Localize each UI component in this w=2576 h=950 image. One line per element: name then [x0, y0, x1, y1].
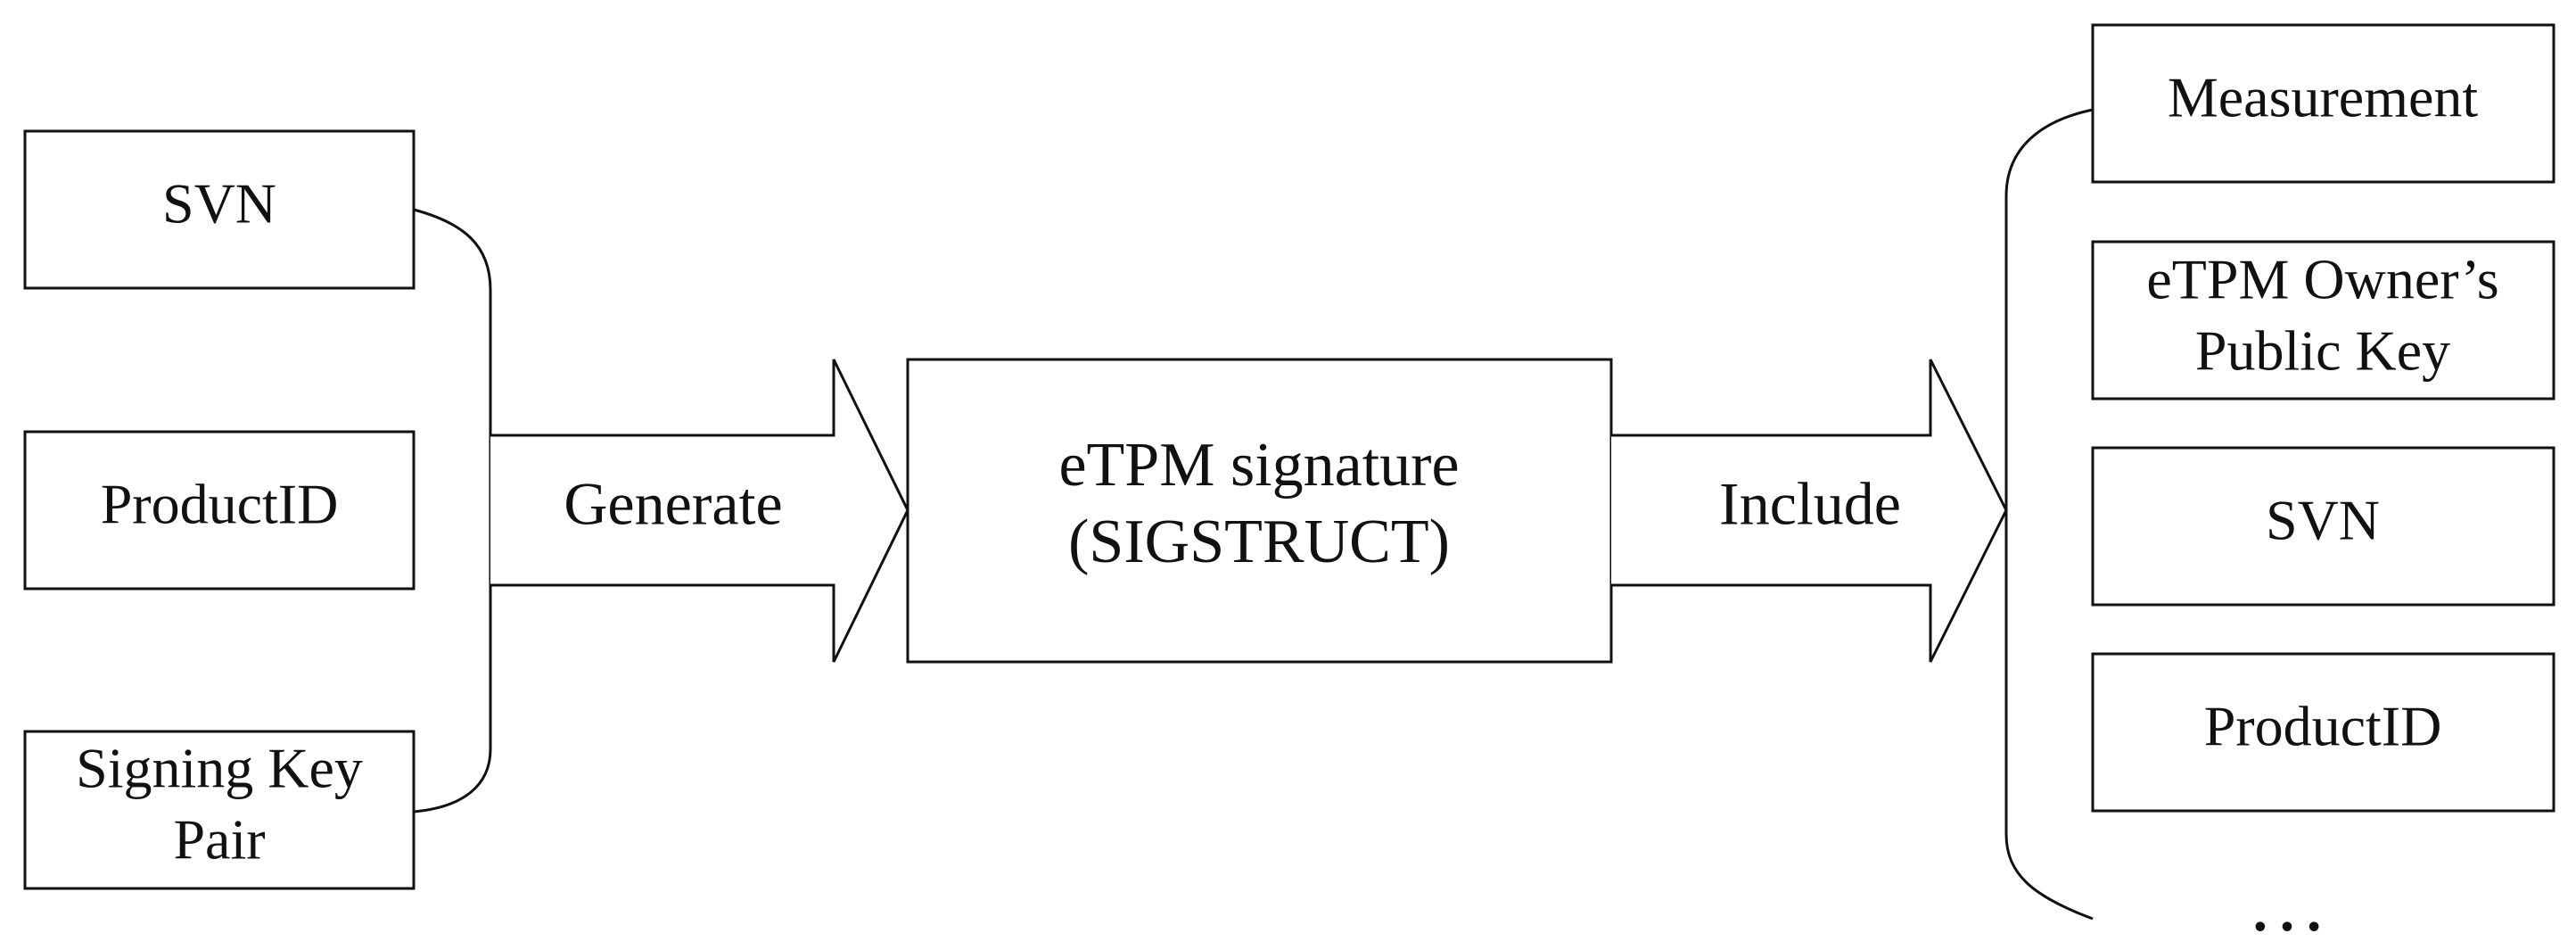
output-label-owner-line2: Public Key	[2195, 319, 2450, 383]
output-label-measurement: Measurement	[2168, 66, 2479, 129]
ellipsis: …	[2247, 860, 2327, 948]
right-brace	[2004, 108, 2094, 921]
input-label-signing-key-line2: Pair	[173, 808, 265, 872]
input-label-productid: ProductID	[101, 473, 339, 536]
include-label: Include	[1719, 470, 1901, 538]
generate-label: Generate	[564, 470, 782, 538]
sigstruct-label-line1: eTPM signature	[1058, 431, 1459, 500]
output-label-productid: ProductID	[2204, 695, 2442, 758]
input-box-svn: SVN	[23, 129, 416, 290]
output-label-svn: SVN	[2266, 489, 2380, 552]
input-label-svn: SVN	[162, 172, 276, 235]
output-box-owner-public-key: eTPM Owner’s Public Key	[2091, 240, 2555, 401]
input-box-productid: ProductID	[23, 430, 416, 591]
sigstruct-box: eTPM signature (SIGSTRUCT)	[906, 358, 1613, 664]
sigstruct-label-line2: (SIGSTRUCT)	[1068, 508, 1450, 576]
output-box-productid: ProductID	[2091, 652, 2555, 813]
left-brace	[413, 208, 492, 814]
input-box-signing-key-pair: Signing Key Pair	[23, 730, 416, 890]
output-box-measurement: Measurement	[2091, 23, 2555, 184]
input-label-signing-key-line1: Signing Key	[76, 737, 363, 800]
output-box-svn: SVN	[2091, 446, 2555, 607]
output-label-owner-line1: eTPM Owner’s	[2146, 248, 2498, 311]
